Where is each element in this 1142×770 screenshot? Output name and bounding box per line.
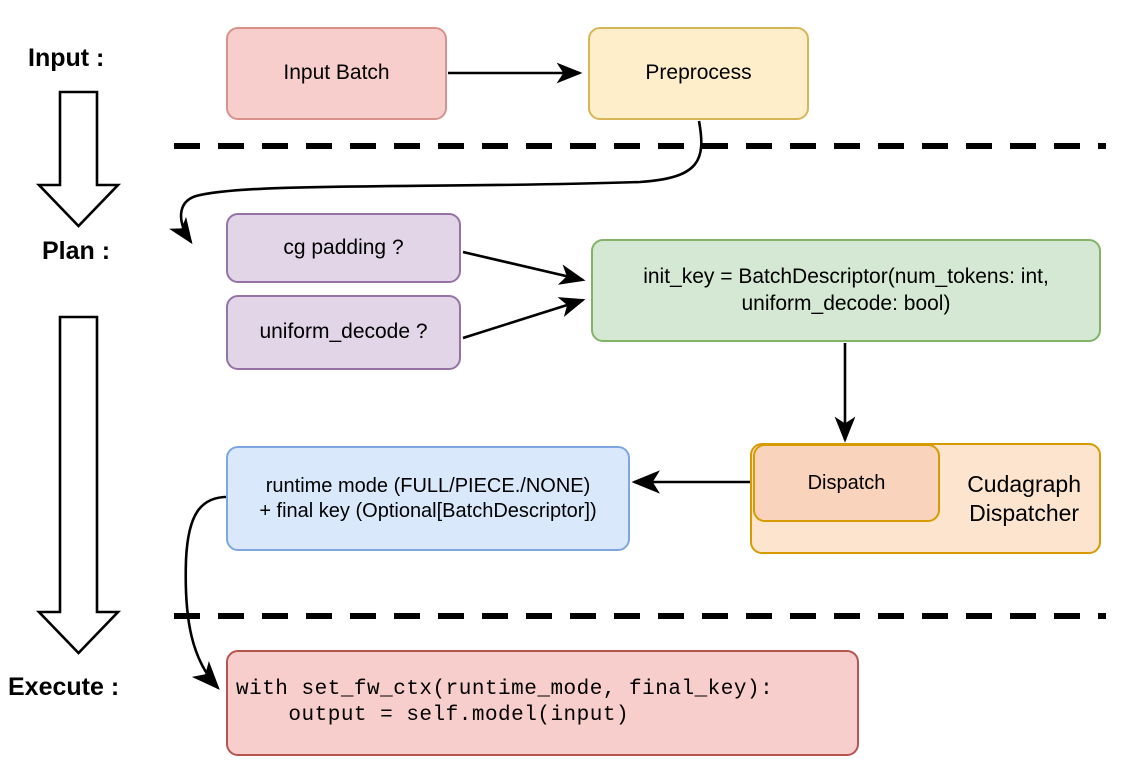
stage-label-execute: Execute : bbox=[8, 673, 120, 701]
node-preprocess[interactable]: Preprocess bbox=[588, 27, 809, 120]
node-dispatch[interactable]: Dispatch bbox=[753, 444, 940, 522]
stage-label-input: Input : bbox=[28, 44, 105, 72]
node-init-key[interactable]: init_key = BatchDescriptor(num_tokens: i… bbox=[591, 239, 1101, 342]
node-runtime-mode[interactable]: runtime mode (FULL/PIECE./NONE) + final … bbox=[226, 446, 630, 551]
node-init-key-label: init_key = BatchDescriptor(num_tokens: i… bbox=[643, 265, 1049, 315]
node-uniform-decode-label: uniform_decode ? bbox=[259, 320, 428, 344]
node-input-batch-label: Input Batch bbox=[283, 61, 390, 85]
plan-to-execute-arrow bbox=[35, 315, 122, 655]
node-runtime-mode-label: runtime mode (FULL/PIECE./NONE) + final … bbox=[259, 474, 597, 522]
edge-uniform-decode-to-init-key bbox=[462, 297, 586, 340]
node-code-block[interactable]: with set_fw_ctx(runtime_mode, final_key)… bbox=[226, 650, 859, 756]
node-cudagraph-dispatcher-label: Cudagraph Dispatcher bbox=[967, 470, 1081, 526]
node-code-block-label: with set_fw_ctx(runtime_mode, final_key)… bbox=[236, 677, 774, 727]
input-to-plan-arrow bbox=[35, 90, 122, 228]
edge-cg-padding-to-init-key bbox=[462, 250, 586, 285]
node-preprocess-label: Preprocess bbox=[645, 61, 752, 85]
node-cg-padding[interactable]: cg padding ? bbox=[226, 213, 461, 283]
node-dispatch-label: Dispatch bbox=[807, 471, 886, 494]
stage-label-plan: Plan : bbox=[42, 237, 111, 265]
node-input-batch[interactable]: Input Batch bbox=[226, 27, 447, 120]
node-cg-padding-label: cg padding ? bbox=[283, 235, 404, 259]
node-uniform-decode[interactable]: uniform_decode ? bbox=[226, 295, 461, 370]
